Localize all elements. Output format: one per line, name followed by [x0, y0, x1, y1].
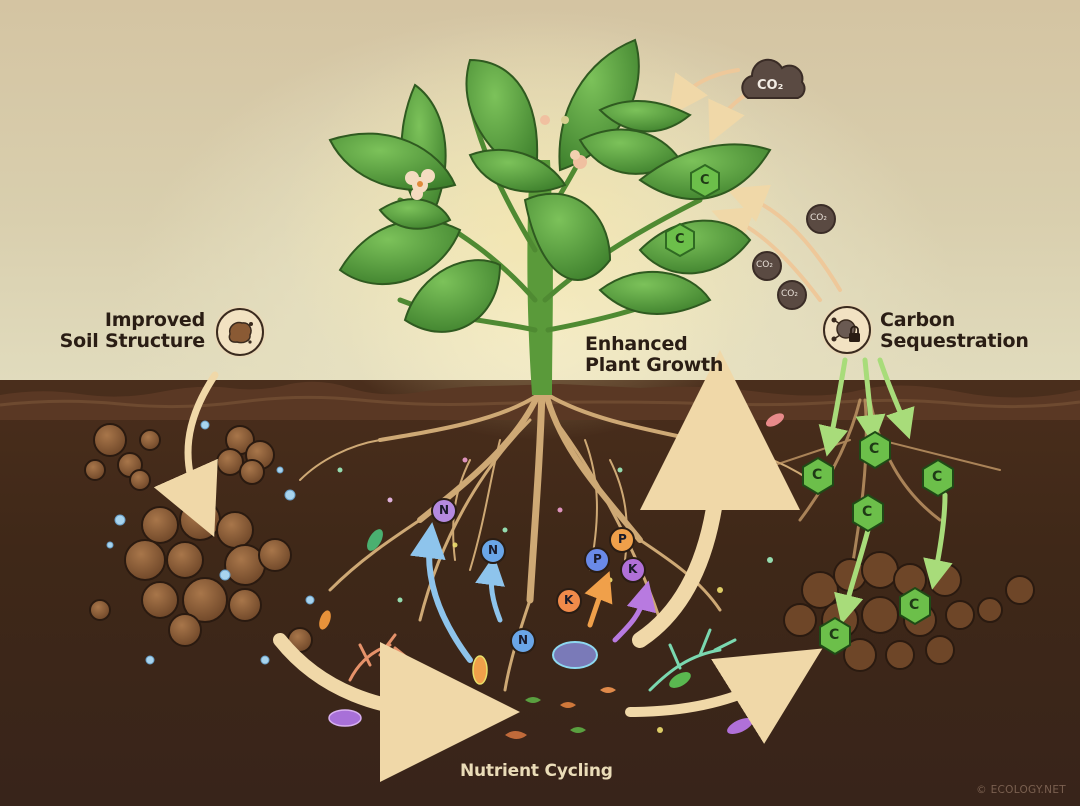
- nutrient-p-icon: P: [593, 552, 602, 566]
- label-soil-structure-line1: Improved: [104, 309, 205, 331]
- co2-bubble: CO₂: [810, 213, 827, 223]
- label-soil-structure: Improved Soil Structure: [40, 309, 206, 353]
- co2-cloud-icon: [741, 58, 806, 99]
- label-carbon-line2: Sequestration: [880, 330, 1029, 353]
- nutrient-n-icon: N: [518, 633, 529, 647]
- label-plant-growth: Enhanced Plant Growth: [585, 333, 724, 377]
- carbon-marker-icon: C: [862, 504, 873, 520]
- label-plant-growth-line1: Enhanced: [585, 333, 688, 355]
- carbon-marker-icon: C: [909, 597, 920, 613]
- carbon-marker-icon: C: [812, 467, 823, 483]
- label-nutrient-cycling: Nutrient Cycling: [460, 761, 613, 781]
- nutrient-p-icon: P: [618, 532, 627, 546]
- label-carbon-sequestration: Carbon Sequestration: [880, 309, 1029, 353]
- carbon-marker-icon: C: [869, 441, 880, 457]
- nutrient-k-icon: K: [628, 562, 638, 576]
- co2-cloud-label: CO₂: [757, 78, 784, 93]
- carbon-marker-icon: C: [932, 469, 943, 485]
- carbon-marker-icon: C: [700, 173, 710, 188]
- copyright-credit: © ECOLOGY.NET: [976, 784, 1066, 796]
- nutrient-k-icon: K: [564, 593, 574, 607]
- nutrient-n-icon: N: [488, 543, 499, 557]
- label-plant-growth-line2: Plant Growth: [585, 354, 724, 377]
- carbon-marker-icon: C: [675, 232, 685, 247]
- carbon-marker-icon: C: [829, 627, 840, 643]
- co2-bubble: CO₂: [781, 289, 798, 299]
- label-soil-structure-line2: Soil Structure: [59, 330, 206, 353]
- nutrient-n-icon: N: [439, 503, 450, 517]
- co2-bubble: CO₂: [756, 260, 773, 270]
- label-carbon-line1: Carbon: [880, 309, 956, 331]
- carbon-lock-icon: [823, 306, 871, 354]
- soil-clod-icon: [216, 308, 264, 356]
